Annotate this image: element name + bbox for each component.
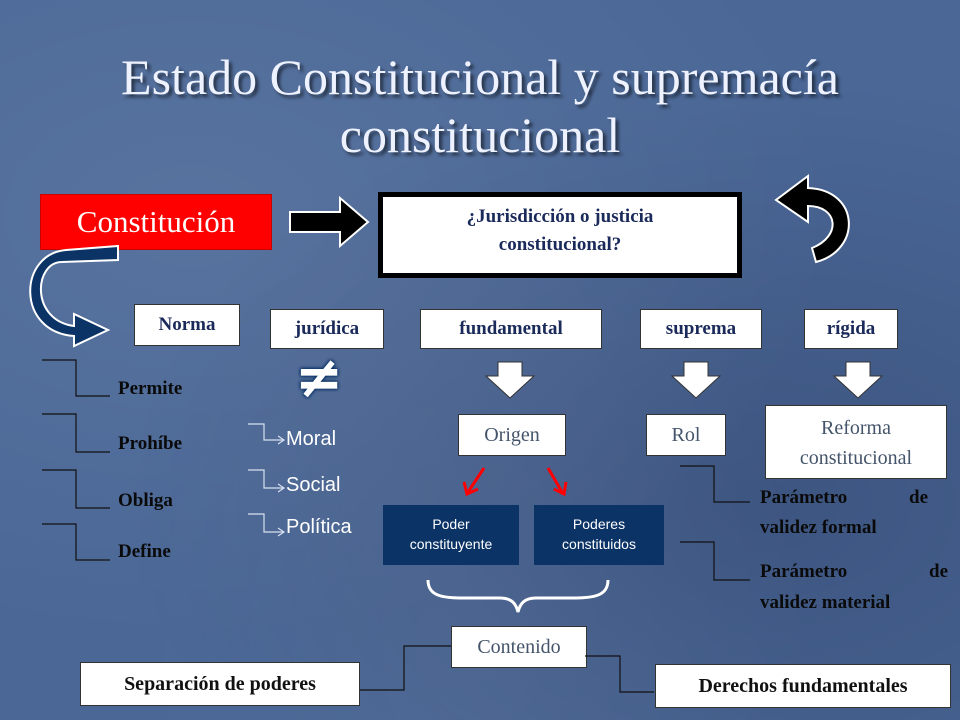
reforma-box: Reforma constitucional	[765, 405, 947, 479]
reforma-line-2: constitucional	[799, 447, 913, 469]
parametro-material: Parámetro de	[760, 557, 948, 587]
rol-box: Rol	[646, 414, 726, 456]
derechos-box: Derechos fundamentales	[655, 664, 951, 708]
norma-item-prohibe: Prohíbe	[118, 433, 183, 454]
red-arrow-icon	[546, 467, 568, 497]
page-title: Estado Constitucional y supremacía const…	[0, 48, 960, 164]
not-equal-icon: ≠	[294, 343, 344, 411]
juridica-item-politica: Política	[286, 516, 352, 538]
parametro-material-line-1: Parámetro de	[760, 561, 948, 582]
curly-brace	[426, 579, 610, 613]
parametro-connectors	[680, 465, 750, 581]
curved-arrow-icon	[774, 174, 850, 264]
norma-item-define: Define	[118, 541, 171, 562]
juridica-item-social: Social	[286, 474, 341, 496]
title-line-1: Estado Constitucional y supremacía	[121, 49, 839, 105]
jurisdiccion-line-2: constitucional?	[498, 234, 622, 255]
contenido-box: Contenido	[451, 626, 587, 668]
juridica-connectors	[248, 423, 286, 537]
right-arrow-icon	[289, 195, 370, 249]
norma-box: Norma	[134, 304, 240, 346]
constitucion-box: Constitución	[40, 194, 272, 250]
down-arrow-icon	[832, 361, 884, 399]
norma-item-obliga: Obliga	[118, 490, 173, 511]
jurisdiccion-box: ¿Jurisdicción o justicia constitucional?	[378, 192, 742, 278]
poder-constituyente-line-1: Poder	[432, 516, 470, 532]
juridica-item-moral: Moral	[286, 428, 337, 450]
down-arrow-icon	[484, 361, 536, 399]
attribute-suprema: suprema	[640, 309, 762, 349]
title-line-2: constitucional	[339, 107, 621, 163]
attribute-fundamental: fundamental	[420, 309, 602, 349]
norma-item-permite: Permite	[118, 378, 183, 399]
jurisdiccion-line-1: ¿Jurisdicción o justicia	[466, 206, 654, 227]
norma-connectors	[42, 359, 110, 561]
origen-box: Origen	[458, 414, 566, 456]
red-arrow-icon	[462, 467, 486, 497]
attribute-rigida: rígida	[804, 309, 898, 349]
parametro-formal: Parámetro de	[760, 483, 928, 513]
curved-down-arrow-icon	[29, 244, 119, 348]
attribute-juridica: jurídica	[270, 309, 384, 349]
reforma-line-1: Reforma	[821, 417, 891, 439]
parametro-formal-line-2: validez formal	[760, 517, 877, 538]
poderes-constituidos-line-2: constituidos	[562, 536, 636, 552]
separacion-box: Separación de poderes	[80, 662, 360, 706]
parametro-formal-line-1: Parámetro de	[760, 487, 928, 508]
contenido-connectors	[360, 645, 654, 693]
poder-constituyente-line-2: constituyente	[409, 536, 493, 552]
poderes-constituidos-box: Poderes constituidos	[534, 505, 664, 565]
poderes-constituidos-line-1: Poderes	[572, 516, 626, 532]
parametro-material-line-2: validez material	[760, 592, 891, 613]
poder-constituyente-box: Poder constituyente	[383, 505, 519, 565]
down-arrow-icon	[670, 361, 722, 399]
